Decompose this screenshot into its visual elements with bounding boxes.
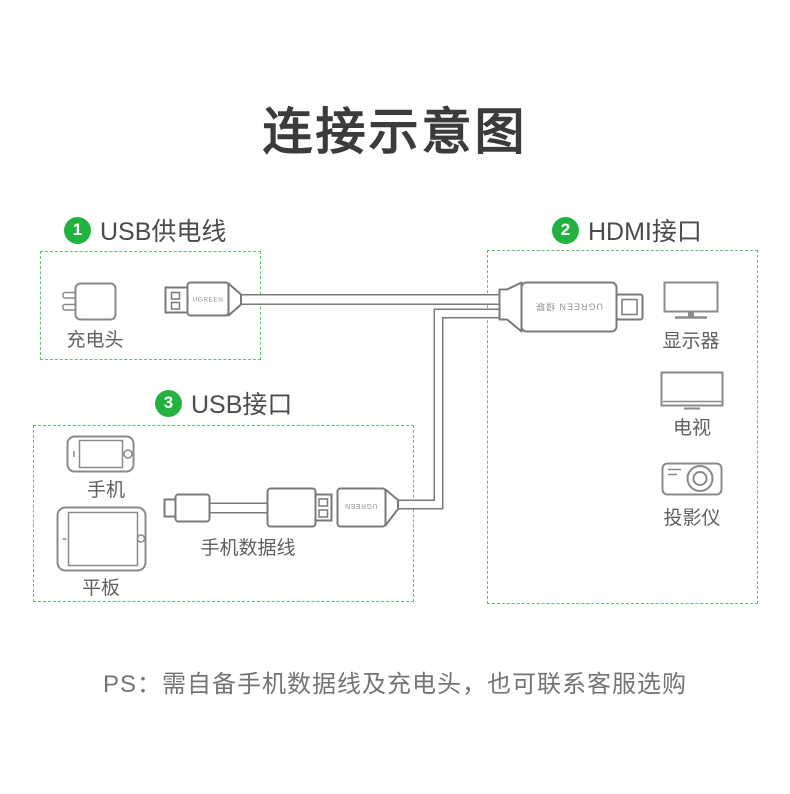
tablet-label: 平板	[81, 578, 120, 599]
projector-icon	[661, 462, 723, 496]
usb-power-dashed-box	[40, 251, 261, 360]
section-2-badge: 2	[552, 216, 579, 244]
charger-label: 充电头	[66, 330, 124, 351]
section-usb-port-label: 3 USB接口	[155, 385, 292, 421]
monitor-icon	[663, 281, 719, 319]
section-2-text: HDMI接口	[588, 218, 702, 246]
page-title: 连接示意图	[262, 104, 528, 160]
section-usb-power-label: 1 USB供电线	[64, 212, 226, 248]
ps-note: PS：需自备手机数据线及充电头，也可联系客服选购	[102, 671, 687, 698]
phone-icon	[66, 435, 135, 473]
tablet-icon	[56, 506, 147, 572]
hdmi-devices-dashed-box	[487, 250, 758, 604]
monitor-label: 显示器	[662, 331, 720, 352]
data-cable-label: 手机数据线	[200, 538, 296, 559]
section-1-text: USB供电线	[100, 218, 227, 246]
usb-port-dashed-box	[33, 425, 414, 602]
usb-female-port-icon: UGREEN	[336, 487, 399, 528]
section-3-text: USB接口	[191, 391, 293, 419]
usb-female-brand-text: UGREEN	[345, 502, 378, 509]
hdmi-connector-icon: UGREEN 绿联	[498, 281, 644, 333]
section-hdmi-label: 2 HDMI接口	[552, 212, 702, 248]
projector-label: 投影仪	[663, 508, 721, 529]
branch-cable	[398, 308, 505, 510]
section-3-badge: 3	[155, 389, 182, 417]
usb-power-plug-icon: UGREEN	[164, 281, 242, 317]
charger-icon	[62, 282, 117, 321]
phone-data-cable-icon	[163, 487, 333, 528]
hdmi-brand-text: UGREEN 绿联	[535, 302, 603, 313]
tv-label: 电视	[672, 418, 711, 439]
tv-icon	[660, 371, 724, 410]
section-1-badge: 1	[64, 216, 91, 244]
usb-plug-brand-text: UGREEN	[193, 297, 224, 304]
phone-label: 手机	[86, 480, 125, 501]
